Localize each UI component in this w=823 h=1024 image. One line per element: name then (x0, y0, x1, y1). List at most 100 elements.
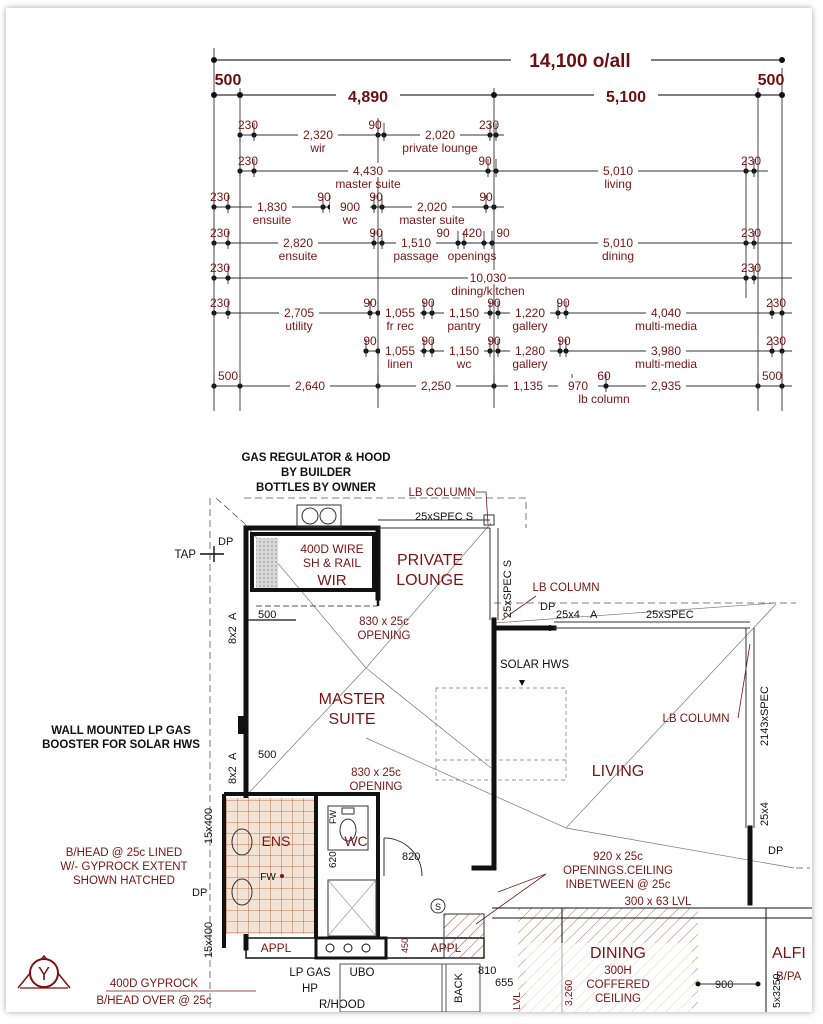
dim-room-label: lb column (578, 392, 629, 406)
floor-plan-svg: 14,100 o/all 500 500 4,890 5,100 2302,32… (17, 48, 812, 1012)
bhead-note-1: B/HEAD @ 25c LINED (66, 847, 183, 859)
opening-2-label: OPENING (349, 781, 402, 793)
dim-room-label: multi-media (635, 357, 697, 371)
hp-label: HP (302, 983, 318, 995)
dim-value: 230 (741, 226, 761, 240)
left-eave-dim: 500 (215, 72, 242, 89)
dim-value: 4,430 (353, 164, 383, 178)
dim-text-bg (558, 378, 598, 392)
smoke-detector-s: S (435, 902, 441, 912)
floor-waste-ens: FW (260, 872, 276, 883)
dim-room-label: gallery (512, 357, 547, 371)
dim-value: 1,055 (385, 344, 415, 358)
logo-letter: Y (38, 964, 50, 984)
a-tag-1: A (227, 612, 239, 620)
dp-tag-ens: DP (192, 887, 207, 899)
dim-room-label: gallery (512, 319, 547, 333)
dim-value: 230 (479, 118, 499, 132)
dim-value: 2,935 (651, 379, 681, 393)
dim-text-bg (508, 378, 548, 392)
tap-label: TAP (174, 549, 196, 561)
dim-655: 655 (495, 977, 513, 989)
dim-text-bg (444, 305, 484, 319)
dim-room-label: ensuite (279, 249, 318, 263)
dim-value: 2,320 (303, 128, 333, 142)
wir-wire-2: SH & RAIL (303, 556, 361, 570)
dim-text-bg (412, 199, 452, 213)
dim-room-label: dining/kitchen (451, 284, 524, 298)
dim-value: 230 (210, 261, 230, 275)
dim-value: 1,220 (515, 306, 545, 320)
dim-text-bg (279, 305, 319, 319)
openings-note-3: INBETWEEN @ 25c (566, 879, 671, 891)
dim-text-bg (646, 343, 686, 357)
dp-tag-top: DP (540, 601, 555, 613)
x25x4-tag-top: 25x4 (556, 609, 580, 621)
booster-note-2: BOOSTER FOR SOLAR HWS (42, 739, 200, 751)
dim-value: 230 (210, 226, 230, 240)
dim-value: 230 (210, 190, 230, 204)
floor-waste-wc: FW (328, 810, 338, 824)
overall-dimension: 14,100 o/all (529, 51, 630, 72)
dim-3260: 3,260 (563, 980, 575, 1006)
dim-value: 420 (462, 226, 482, 240)
lb-column-label-mid: LB COLUMN (532, 582, 599, 594)
dining-ceiling-3: CEILING (595, 993, 641, 1005)
door-820: 820 (402, 851, 420, 863)
dim-value: 90 (436, 226, 450, 240)
dim-value: 2,020 (425, 128, 455, 142)
x25x4-tag-right: 25x4 (759, 802, 771, 826)
dim-value: 3,980 (651, 344, 681, 358)
dim-900: 900 (715, 979, 733, 991)
dim-text-bg (646, 305, 686, 319)
openings-note-1: 920 x 25c (593, 851, 643, 863)
notes: GAS REGULATOR & HOOD BY BUILDER BOTTLES … (42, 452, 751, 1007)
dim-room-label: linen (387, 357, 412, 371)
dim-text-bg (510, 305, 550, 319)
dim-value: 1,830 (257, 200, 287, 214)
dim-text-bg (468, 270, 508, 284)
dim-room-label: wir (309, 141, 325, 155)
dim-room-label: wc (456, 357, 472, 371)
dp-tag-right: DP (768, 845, 783, 857)
gas-note-2: BY BUILDER (281, 467, 352, 479)
dim-value: 230 (766, 296, 786, 310)
dim-room-label: openings (448, 249, 497, 263)
dining-ceiling-2: COFFERED (586, 979, 649, 991)
dim-value: 2,020 (417, 200, 447, 214)
dim-room-label: living (604, 177, 631, 191)
room-wc: WC (344, 833, 367, 849)
dim-value: 90 (478, 154, 492, 168)
dim-value: 2,640 (295, 379, 325, 393)
room-master-1: MASTER (319, 691, 386, 708)
dim-value: 1,150 (449, 344, 479, 358)
bhead-note-2: W/- GYPROCK EXTENT (60, 861, 187, 873)
bhead-note-3: SHOWN HATCHED (73, 875, 175, 887)
gyprock-note-2: B/HEAD OVER @ 25c (96, 995, 211, 1007)
dim-text-bg (348, 163, 388, 177)
dim-text-bg (380, 343, 420, 357)
dim-text-bg (290, 378, 330, 392)
dim-value: 90 (363, 334, 377, 348)
lvl-note: 300 x 63 LVL (625, 896, 693, 908)
dim-room-label: wc (342, 213, 358, 227)
dim-620: 620 (328, 851, 339, 868)
gas-note-1: GAS REGULATOR & HOOD (241, 452, 390, 464)
solar-hws-label: SOLAR HWS (500, 659, 569, 671)
dim-value: 230 (766, 334, 786, 348)
dim-value: 230 (238, 118, 258, 132)
a-tag-top: A (590, 609, 598, 621)
x8x2-tag-1: 8x2 (227, 626, 239, 644)
wir-wire-1: 400D WIRE (300, 542, 363, 556)
dim-value: 90 (556, 296, 570, 310)
logo: Y (17, 954, 71, 989)
dim-value: 5,010 (603, 164, 633, 178)
back-label: BACK (453, 972, 465, 1003)
a-tag-2: A (227, 752, 239, 760)
dim-text-bg (598, 235, 638, 249)
room-master-2: SUITE (328, 711, 375, 728)
dim-value: 90 (557, 334, 571, 348)
dim-value: 90 (369, 226, 383, 240)
left-span-dim: 4,890 (348, 89, 388, 106)
